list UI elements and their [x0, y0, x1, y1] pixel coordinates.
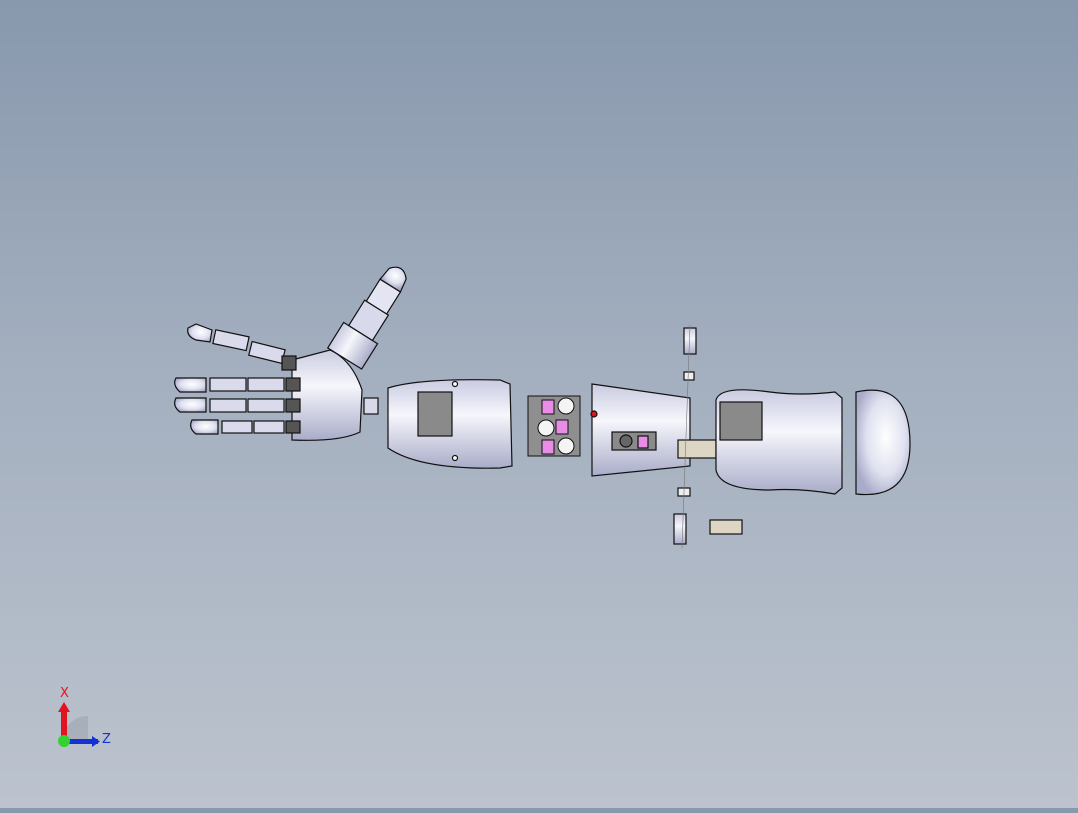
x-axis-label: X [60, 686, 69, 701]
spare-gear [709, 519, 743, 535]
z-axis-label: Z [102, 732, 111, 747]
x-axis-arrow [61, 710, 67, 740]
z-axis-arrow [64, 739, 98, 744]
gear [677, 439, 717, 459]
upper-arm-shell[interactable] [715, 389, 911, 496]
orientation-triad: X Z [52, 686, 122, 752]
forearm-shell[interactable] [387, 379, 513, 469]
elbow-assembly[interactable] [590, 324, 743, 549]
servo-motor [417, 391, 453, 437]
y-axis-dot [58, 735, 70, 747]
hand-assembly[interactable] [174, 258, 418, 441]
shoulder-cap [855, 389, 911, 496]
servo-block[interactable] [527, 395, 581, 457]
servo-motor [719, 401, 763, 441]
